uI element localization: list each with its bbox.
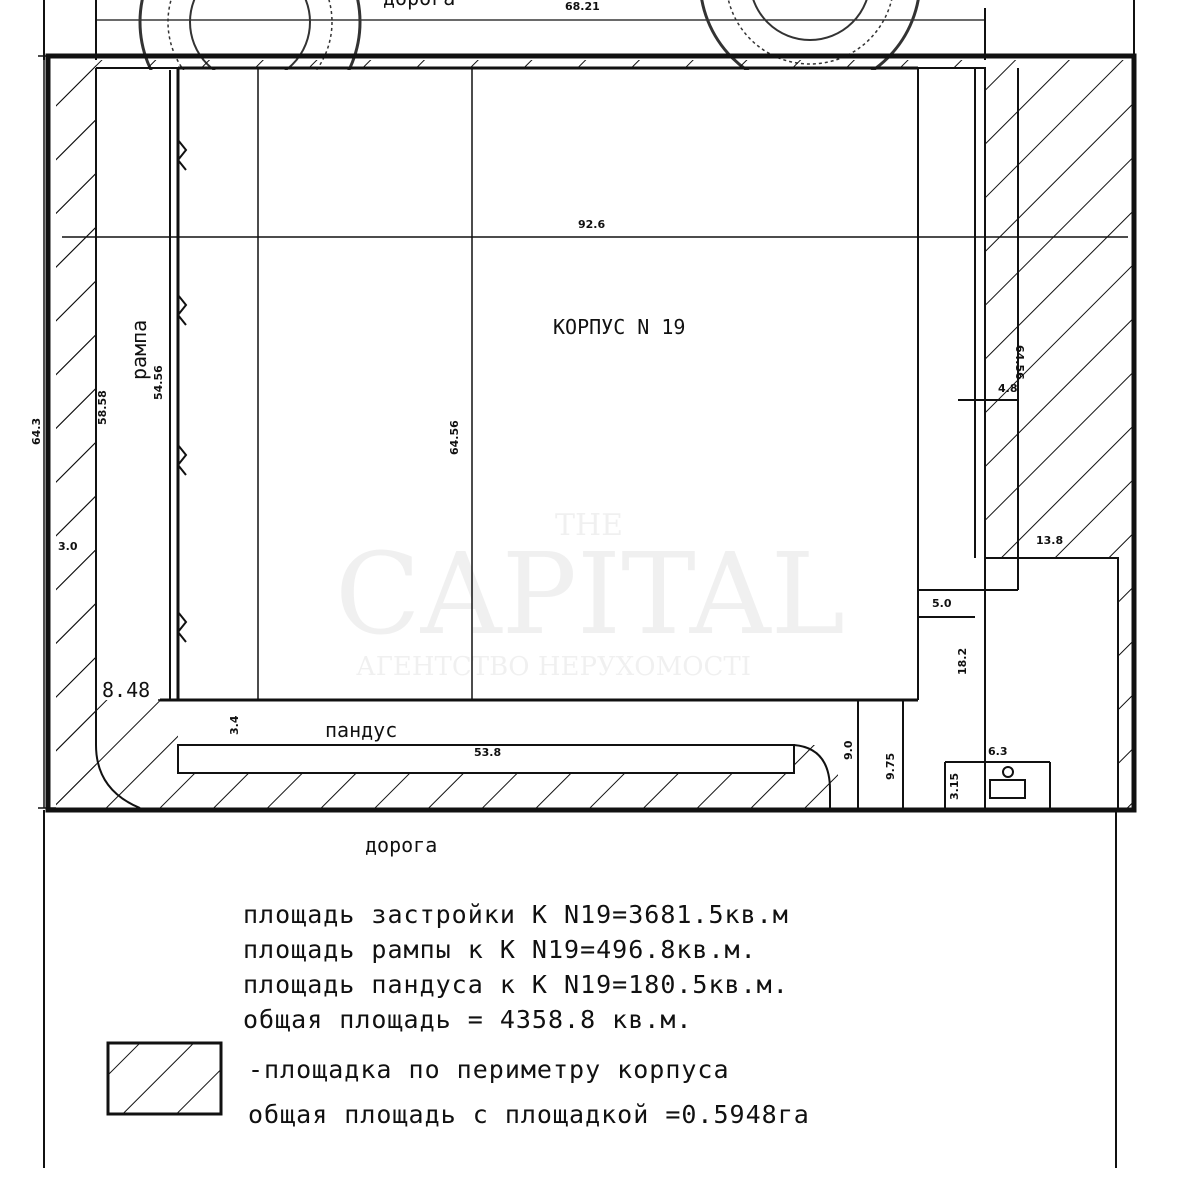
dim-13-8: 13.8 [1036, 534, 1063, 547]
dim-center-64-56: 64.56 [448, 420, 461, 455]
right-structure [857, 68, 1051, 808]
slope-strip [177, 744, 831, 808]
dim-right-64-56: 64.56 [1013, 345, 1026, 380]
perimeter-hatch-area [56, 60, 1132, 808]
dim-9-0: 9.0 [842, 740, 855, 760]
dim-6-3: 6.3 [988, 745, 1008, 758]
watermark-big: CAPITAL [334, 530, 845, 660]
building-outline [62, 66, 1128, 702]
dim-53-8: 53.8 [474, 746, 501, 759]
legend-slope-area: площадь пандуса к К N19=180.5кв.м. [243, 970, 789, 999]
watermark-small: THE [555, 508, 624, 543]
road-bottom-label: дорога [365, 833, 437, 857]
dim-top-68-21: 68.21 [565, 0, 600, 13]
legend-building-area: площадь застройки К N19=3681.5кв.м [243, 900, 789, 929]
road-top-label: дорога [383, 0, 455, 10]
dim-3-4: 3.4 [228, 715, 241, 735]
building-label: КОРПУС N 19 [553, 315, 685, 339]
dim-9-75: 9.75 [884, 753, 897, 780]
legend-hatch-swatch [106, 1041, 223, 1116]
dim-3-0: 3.0 [58, 540, 78, 553]
clear-zones [96, 70, 1050, 806]
dim-4-8: 4.8 [998, 382, 1018, 395]
legend-ramp-area: площадь рампы к К N19=496.8кв.м. [243, 935, 757, 964]
left-hatch-strip [56, 60, 96, 808]
dim-58-58: 58.58 [96, 390, 109, 425]
sheet-frame [43, 0, 1135, 1168]
ramp-markings [169, 70, 188, 700]
dim-5-0: 5.0 [932, 597, 952, 610]
watermark-sub: АГЕНТСТВО НЕРУХОМОСТІ [356, 652, 752, 682]
dim-width-92-6: 92.6 [578, 218, 605, 231]
dim-height-64-3: 64.3 [30, 418, 43, 445]
dim-3-15: 3.15 [948, 773, 961, 800]
ramp-label: рампа [127, 320, 151, 380]
legend-total-with-platform: общая площадь с площадкой =0.5948га [248, 1100, 810, 1129]
legend-total-area: общая площадь = 4358.8 кв.м. [243, 1005, 693, 1034]
dim-54-56: 54.56 [152, 365, 165, 400]
dimension-lines [38, 55, 178, 809]
dim-8-48: 8.48 [102, 678, 150, 702]
dim-18-2: 18.2 [956, 648, 969, 675]
slope-label: пандус [325, 718, 397, 742]
legend-hatch-description: -площадка по периметру корпуса [248, 1055, 730, 1084]
